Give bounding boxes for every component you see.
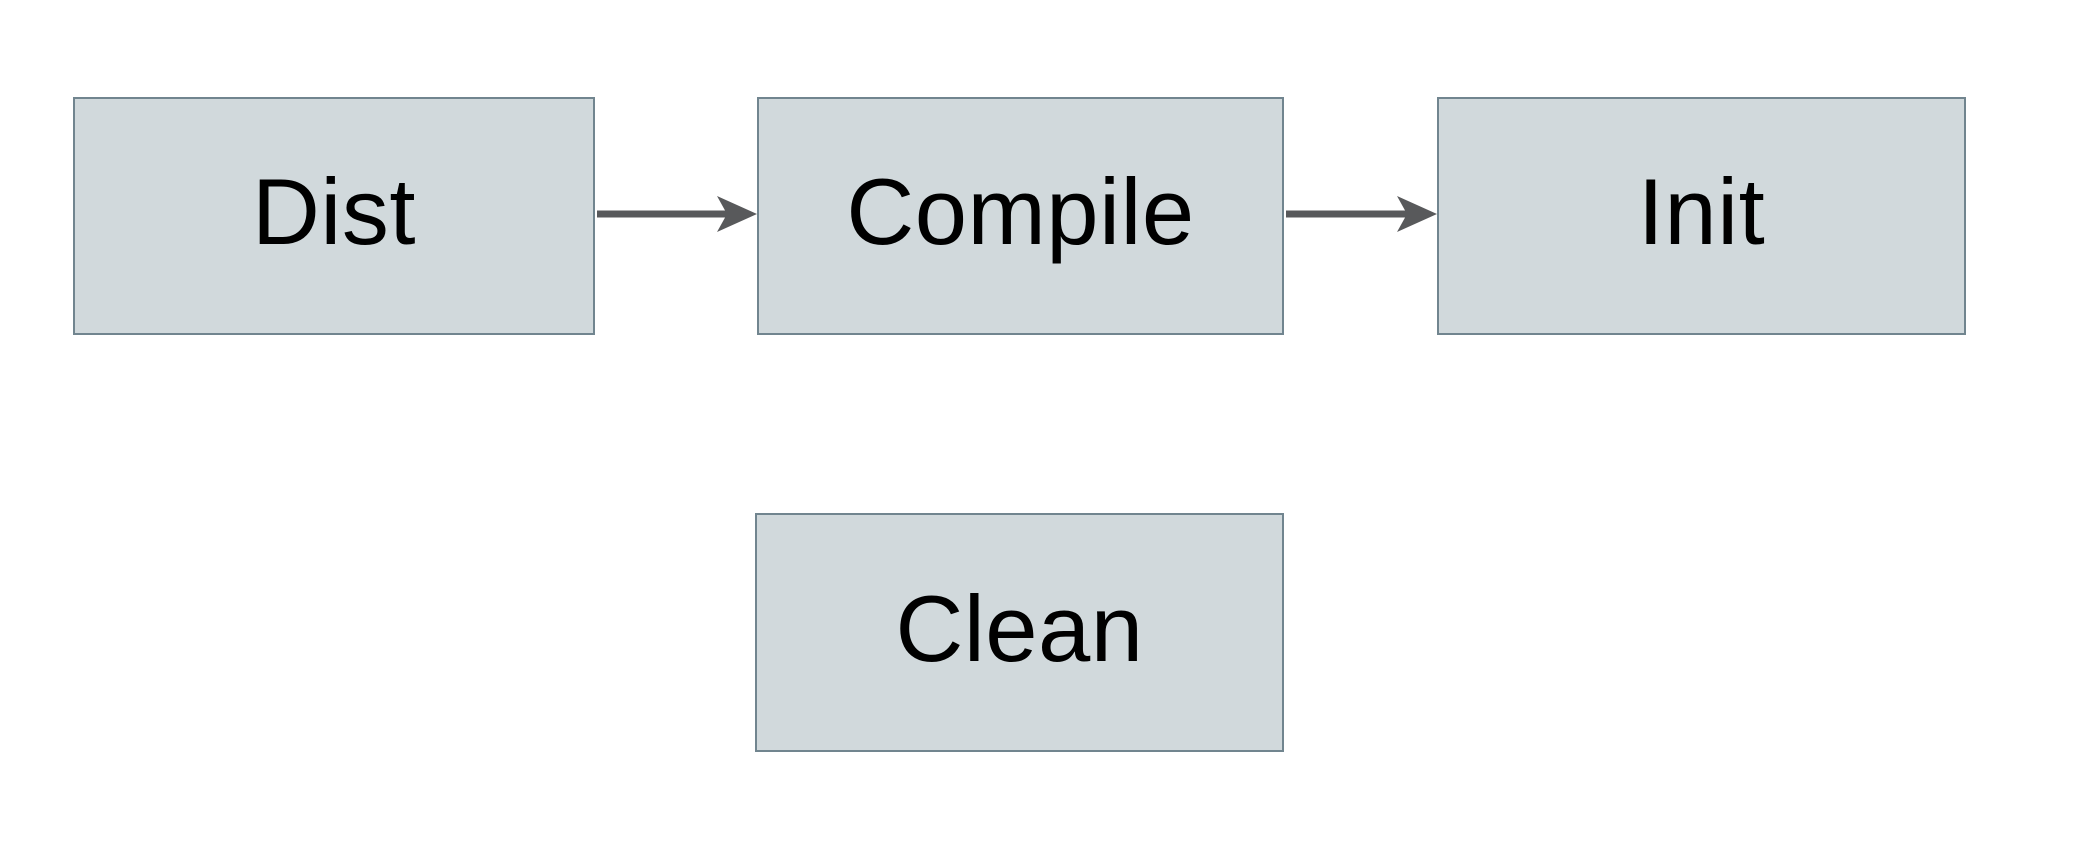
node-compile-label: Compile <box>846 159 1195 264</box>
node-clean: Clean <box>755 513 1284 752</box>
node-compile: Compile <box>757 97 1284 335</box>
node-init: Init <box>1437 97 1966 335</box>
node-dist: Dist <box>73 97 595 335</box>
node-dist-label: Dist <box>252 159 416 264</box>
node-clean-label: Clean <box>895 575 1144 681</box>
node-init-label: Init <box>1637 159 1766 264</box>
